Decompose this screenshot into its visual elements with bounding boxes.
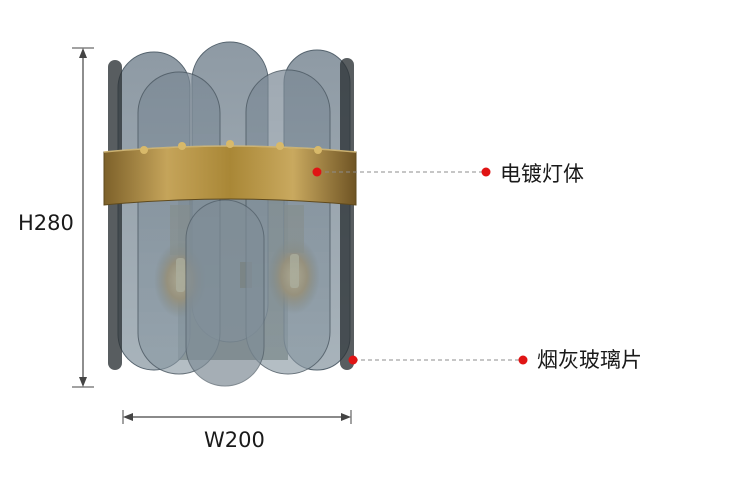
callout-label-plated-body: 电镀灯体	[500, 162, 584, 186]
wall-lamp	[103, 41, 357, 387]
brass-band	[103, 140, 357, 206]
callout-label-smoky-glass: 烟灰玻璃片	[537, 348, 642, 372]
width-label: W200	[204, 428, 265, 452]
height-dimension	[72, 47, 94, 388]
height-label: H280	[18, 211, 74, 235]
callout-marker	[481, 167, 491, 177]
callout-marker	[348, 355, 358, 365]
callout-plated-body	[312, 167, 491, 177]
glass-panel	[185, 199, 265, 387]
callout-smoky-glass	[348, 355, 528, 365]
callout-marker	[518, 355, 528, 365]
width-dimension	[122, 410, 352, 424]
callout-marker	[312, 167, 322, 177]
